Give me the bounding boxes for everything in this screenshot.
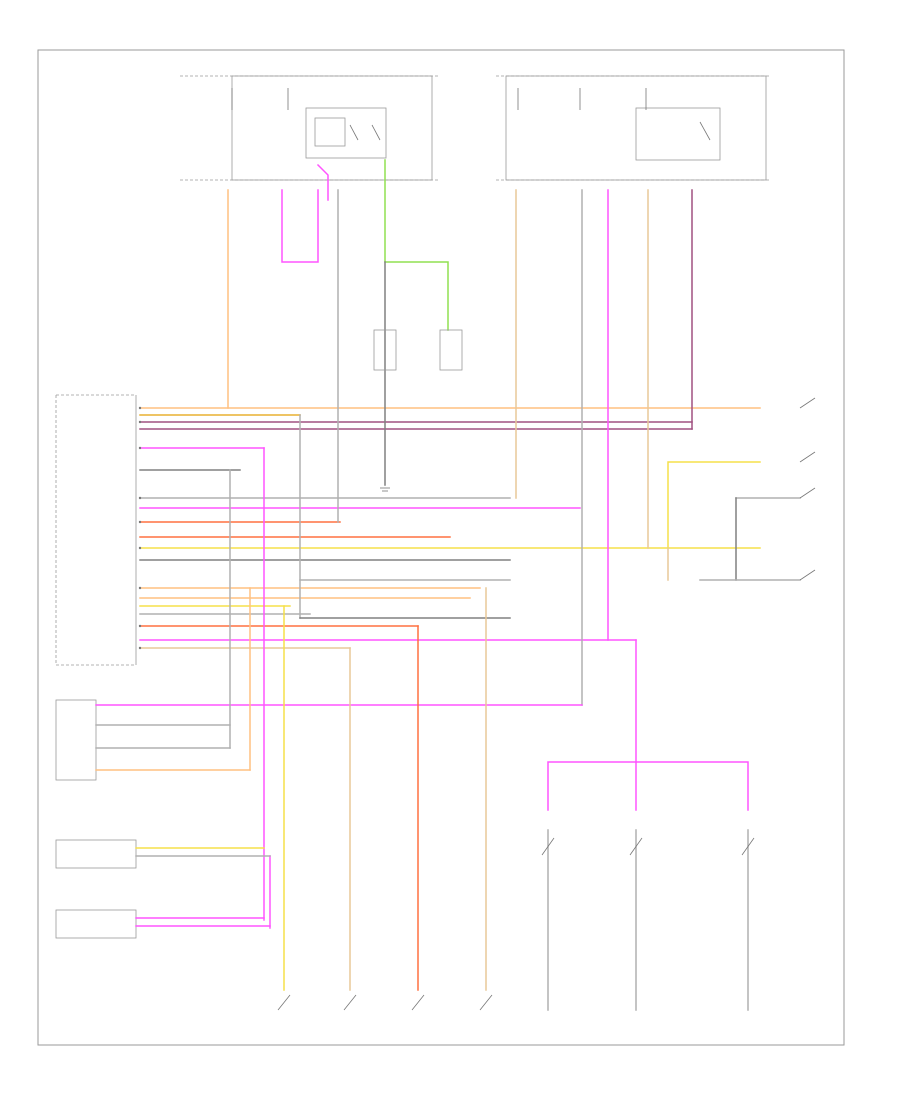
main-control-module [55, 394, 137, 666]
bottom-right-switches [541, 639, 755, 1011]
diagram-frame [37, 49, 845, 1046]
main-harness [139, 407, 761, 649]
module-box-a [55, 699, 97, 781]
top-left-fuse-block [180, 75, 440, 181]
top-right-fuse-block [496, 75, 770, 181]
lower-left-wires [95, 447, 583, 929]
relay-a [373, 329, 397, 371]
bottom-door-switches [277, 587, 493, 1011]
right-switches [667, 397, 816, 581]
module-box-c [55, 909, 137, 939]
module-box-b [55, 839, 137, 869]
ground-icon [380, 487, 390, 492]
splice-area [299, 414, 511, 619]
relay-b [439, 329, 463, 371]
module-pins [138, 406, 142, 650]
top-vertical-wires [227, 159, 693, 706]
